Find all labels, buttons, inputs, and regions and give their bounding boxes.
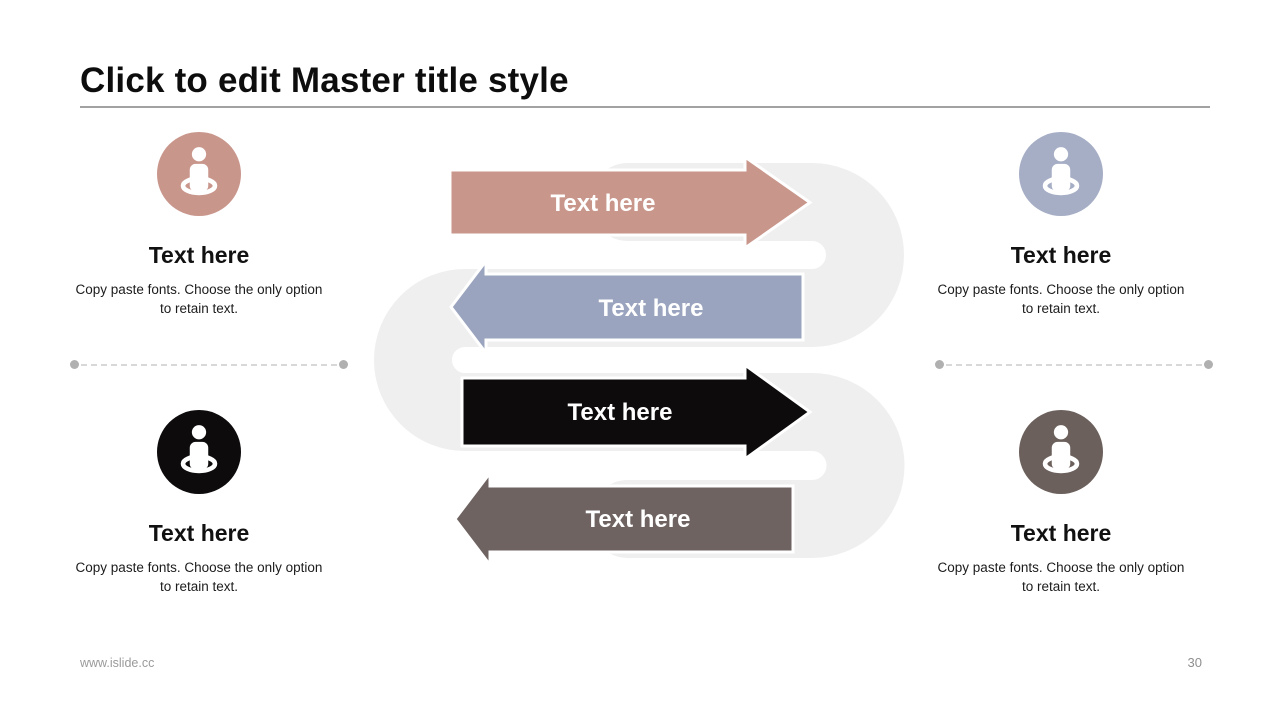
- arrow-2-label: Text here: [599, 295, 704, 322]
- card-title: Text here: [1010, 520, 1112, 546]
- card-body: Copy paste fonts. Choose the only option…: [75, 281, 323, 317]
- arrow-right-3: [460, 362, 813, 462]
- arrow-3-label: Text here: [568, 399, 673, 426]
- footer-website-text: www.islide.cc: [80, 656, 155, 670]
- dotted-separator-left: [70, 360, 348, 369]
- card-body: Copy paste fonts. Choose the only option…: [75, 559, 323, 595]
- quadrant-card-bottom-left: Text here Copy paste fonts. Choose the o…: [74, 410, 324, 597]
- title-divider: [80, 106, 1210, 108]
- separator-end-dot: [70, 360, 79, 369]
- card-title: Text here: [1010, 242, 1112, 268]
- card-title: Text here: [148, 520, 250, 546]
- card-body: Copy paste fonts. Choose the only option…: [937, 559, 1185, 595]
- person-location-icon: [157, 410, 241, 494]
- arrow-left-4: [453, 468, 795, 570]
- arrow-right-1: [448, 154, 813, 251]
- person-location-icon: [157, 132, 241, 216]
- separator-end-dot: [935, 360, 944, 369]
- slide-title: Click to edit Master title style: [80, 61, 569, 100]
- person-location-icon: [1019, 132, 1103, 216]
- separator-end-dot: [1204, 360, 1213, 369]
- card-title: Text here: [148, 242, 250, 268]
- separator-end-dot: [339, 360, 348, 369]
- person-location-icon: [1019, 410, 1103, 494]
- dotted-separator-right: [935, 360, 1213, 369]
- separator-dashed-line: [81, 363, 337, 366]
- quadrant-card-bottom-right: Text here Copy paste fonts. Choose the o…: [936, 410, 1186, 597]
- arrow-4-label: Text here: [586, 506, 691, 533]
- quadrant-card-top-left: Text here Copy paste fonts. Choose the o…: [74, 132, 324, 319]
- arrow-left-2: [449, 256, 805, 358]
- arrow-1-label: Text here: [551, 190, 656, 217]
- serpentine-track: [374, 163, 905, 558]
- page-number: 30: [1187, 655, 1202, 670]
- card-body: Copy paste fonts. Choose the only option…: [937, 281, 1185, 317]
- quadrant-card-top-right: Text here Copy paste fonts. Choose the o…: [936, 132, 1186, 319]
- separator-dashed-line: [946, 363, 1202, 366]
